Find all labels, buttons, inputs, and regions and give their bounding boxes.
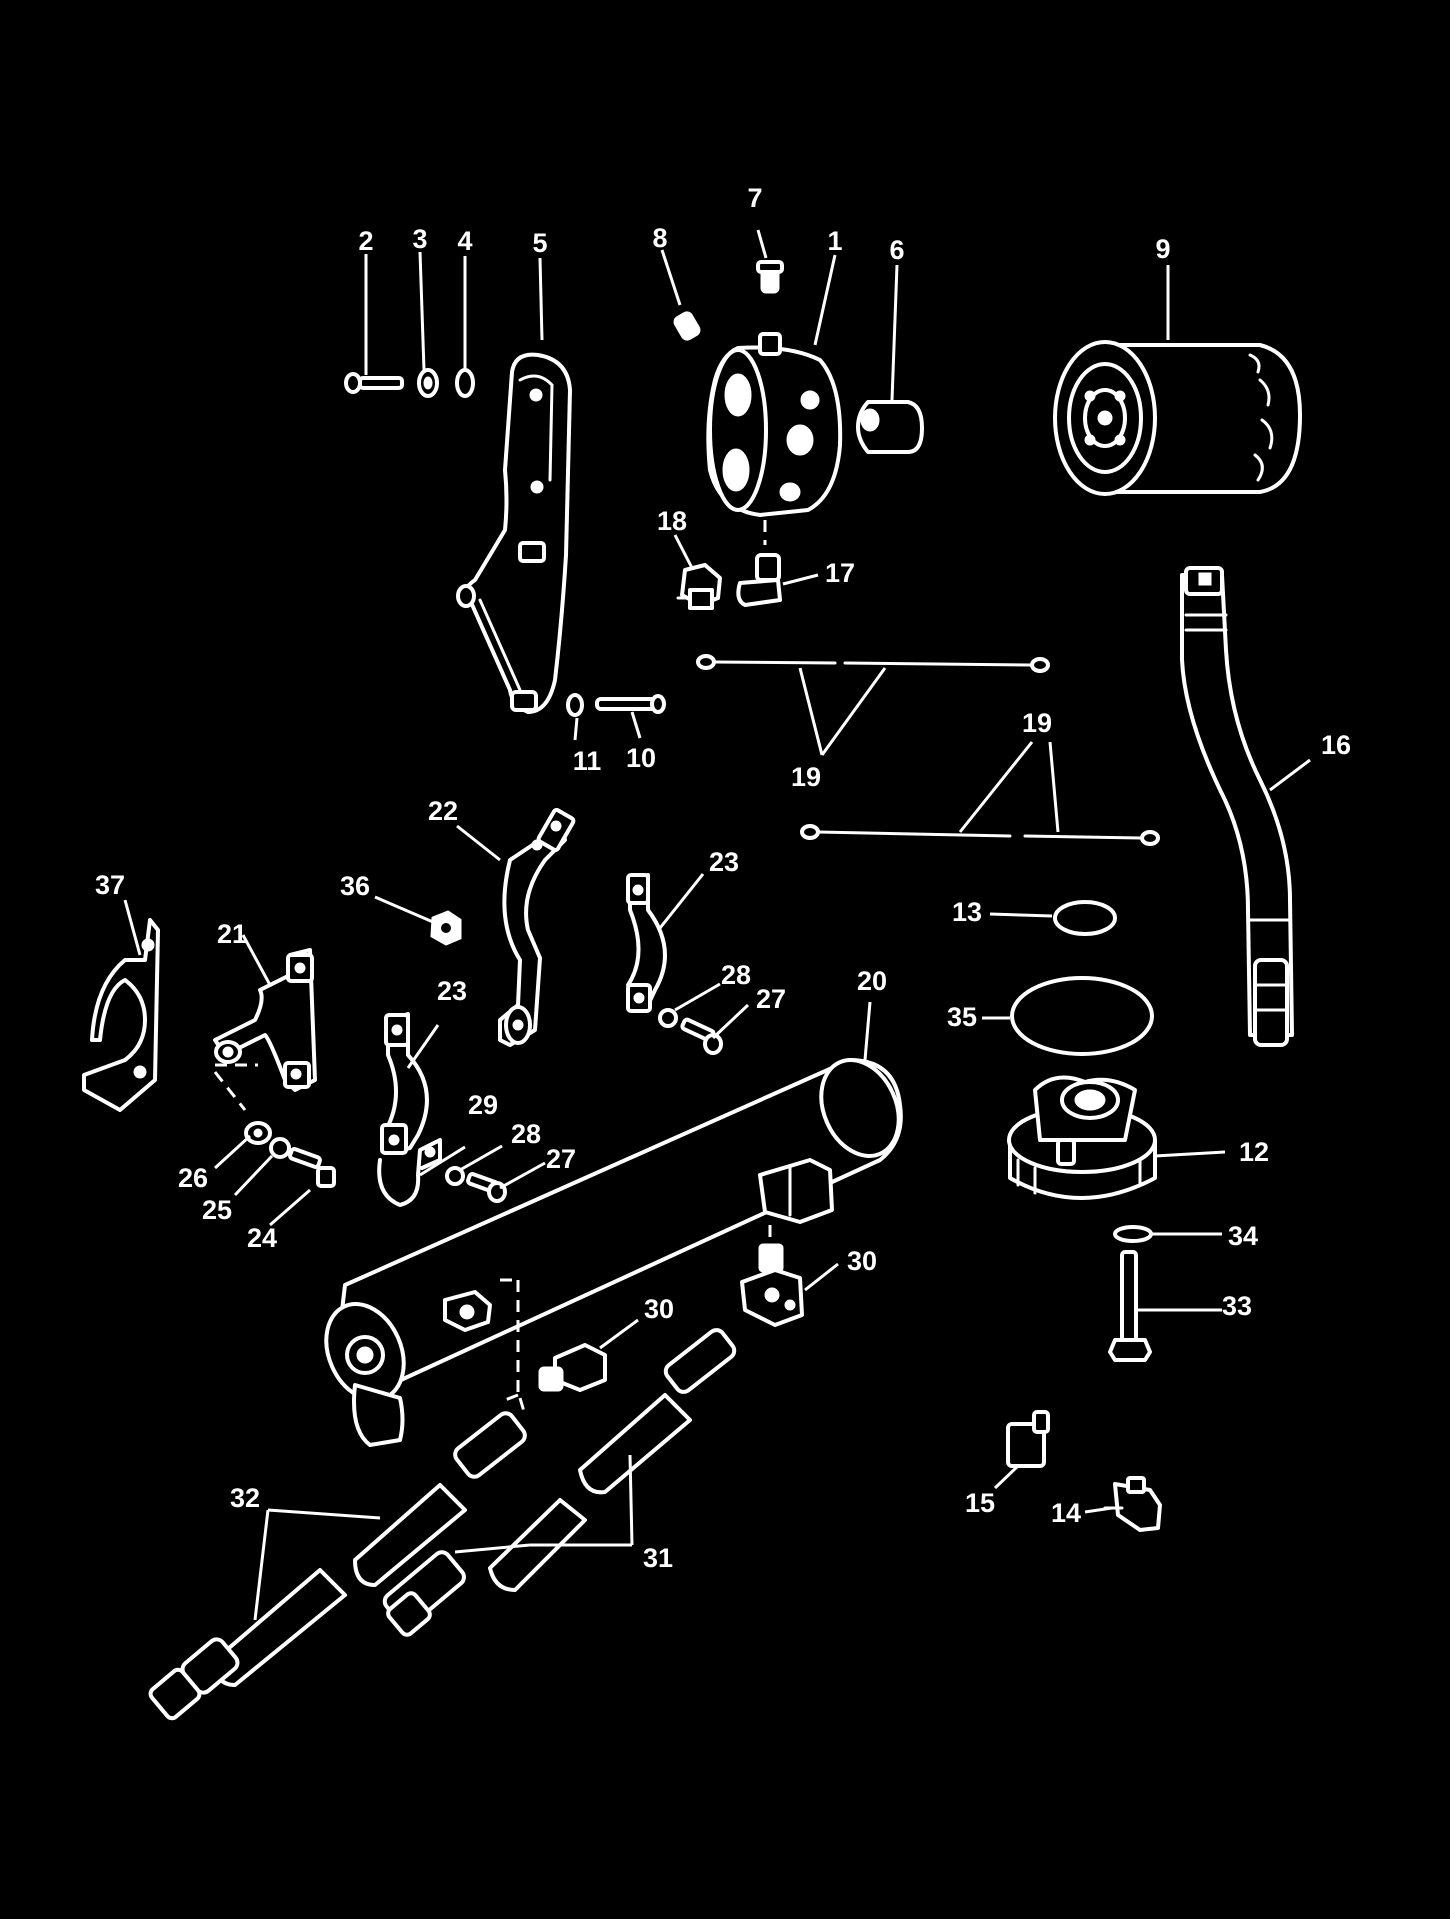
callout-16: 16 xyxy=(1321,730,1351,760)
callout-28-lower: 28 xyxy=(511,1119,541,1149)
part-37-bracket xyxy=(82,918,160,1112)
part-24-bolt xyxy=(288,1147,336,1188)
part-8-plug xyxy=(673,311,701,341)
callout-4: 4 xyxy=(457,226,472,256)
part-1-housing xyxy=(706,332,843,545)
part-21-clamp xyxy=(213,948,317,1111)
part-2-bolt xyxy=(344,372,404,394)
callout-19-lower: 19 xyxy=(1022,708,1052,738)
callout-3: 3 xyxy=(412,224,427,254)
callout-30-lower: 30 xyxy=(644,1294,674,1324)
part-9-oil-filter xyxy=(1053,340,1302,496)
callout-15: 15 xyxy=(965,1488,995,1518)
callout-33: 33 xyxy=(1222,1291,1252,1321)
part-16-hose xyxy=(1180,566,1294,1047)
part-17-elbow xyxy=(736,553,782,607)
callout-34: 34 xyxy=(1228,1221,1258,1251)
callout-26: 26 xyxy=(178,1163,208,1193)
callout-20: 20 xyxy=(857,966,887,996)
callout-35: 35 xyxy=(947,1002,977,1032)
part-18-switch xyxy=(676,563,722,610)
part-23-clamp-lower xyxy=(380,1012,429,1155)
part-6-plug xyxy=(856,400,924,454)
callout-5: 5 xyxy=(532,228,547,258)
callout-31: 31 xyxy=(643,1543,673,1573)
callout-13: 13 xyxy=(952,897,982,927)
part-11-washer xyxy=(566,693,584,717)
callout-25: 25 xyxy=(202,1195,232,1225)
callout-32: 32 xyxy=(230,1483,260,1513)
callout-36: 36 xyxy=(340,871,370,901)
callout-labels: 1 2 3 4 5 6 7 8 9 10 11 12 13 14 15 16 1… xyxy=(95,183,1351,1573)
part-34-washer xyxy=(1113,1225,1153,1243)
callout-29: 29 xyxy=(468,1090,498,1120)
callout-14: 14 xyxy=(1051,1498,1081,1528)
part-26-washer xyxy=(244,1121,272,1145)
callout-30-upper: 30 xyxy=(847,1246,877,1276)
callout-21: 21 xyxy=(217,919,247,949)
part-7-plug xyxy=(756,260,784,294)
part-28-washer-lower xyxy=(445,1166,465,1186)
callout-8: 8 xyxy=(652,223,667,253)
part-12-adapter xyxy=(1007,1075,1157,1200)
callout-7: 7 xyxy=(747,183,762,213)
part-15-switch xyxy=(1006,1410,1050,1468)
part-30-fitting-upper xyxy=(740,1243,804,1327)
part-33-bolt xyxy=(1108,1250,1152,1362)
callout-17: 17 xyxy=(825,558,855,588)
callout-22: 22 xyxy=(428,796,458,826)
callout-6: 6 xyxy=(889,235,904,265)
part-4-lockwasher xyxy=(455,368,475,398)
callout-27-upper: 27 xyxy=(756,984,786,1014)
part-29-clip xyxy=(377,1138,442,1207)
callout-2: 2 xyxy=(358,226,373,256)
part-32-hose xyxy=(148,1411,527,1721)
part-25-lockwasher xyxy=(269,1137,291,1159)
callout-27-lower: 27 xyxy=(546,1144,576,1174)
part-30-fitting-lower xyxy=(538,1343,607,1392)
part-36-nut xyxy=(430,910,462,946)
callout-24: 24 xyxy=(247,1223,277,1253)
callout-12: 12 xyxy=(1239,1137,1269,1167)
part-10-bolt xyxy=(595,694,666,714)
part-27-screw-lower xyxy=(466,1172,507,1203)
part-19-wire-lower xyxy=(800,824,1160,846)
part-20-oil-cooler xyxy=(324,1058,903,1447)
callout-28-upper: 28 xyxy=(721,960,751,990)
callout-1: 1 xyxy=(827,226,842,256)
part-35-gasket xyxy=(1010,976,1154,1056)
callout-23-upper: 23 xyxy=(709,847,739,877)
callout-37: 37 xyxy=(95,870,125,900)
callout-10: 10 xyxy=(626,743,656,773)
callout-18: 18 xyxy=(657,506,687,536)
callout-19-upper: 19 xyxy=(791,762,821,792)
part-22-clamp xyxy=(498,808,576,1047)
part-23-clamp-upper xyxy=(626,873,667,1013)
callout-9: 9 xyxy=(1155,234,1170,264)
part-13-o-ring xyxy=(1053,900,1117,936)
callout-11: 11 xyxy=(573,746,602,776)
part-28-washer-upper xyxy=(658,1008,678,1028)
leader-lines xyxy=(123,229,1311,1621)
part-3-washer xyxy=(417,368,439,398)
part-14-fitting xyxy=(1103,1476,1162,1532)
callout-23-lower: 23 xyxy=(437,976,467,1006)
part-19-wire-upper xyxy=(696,654,1050,673)
part-5-bracket xyxy=(456,352,572,714)
alignment-lines xyxy=(500,1225,772,1416)
